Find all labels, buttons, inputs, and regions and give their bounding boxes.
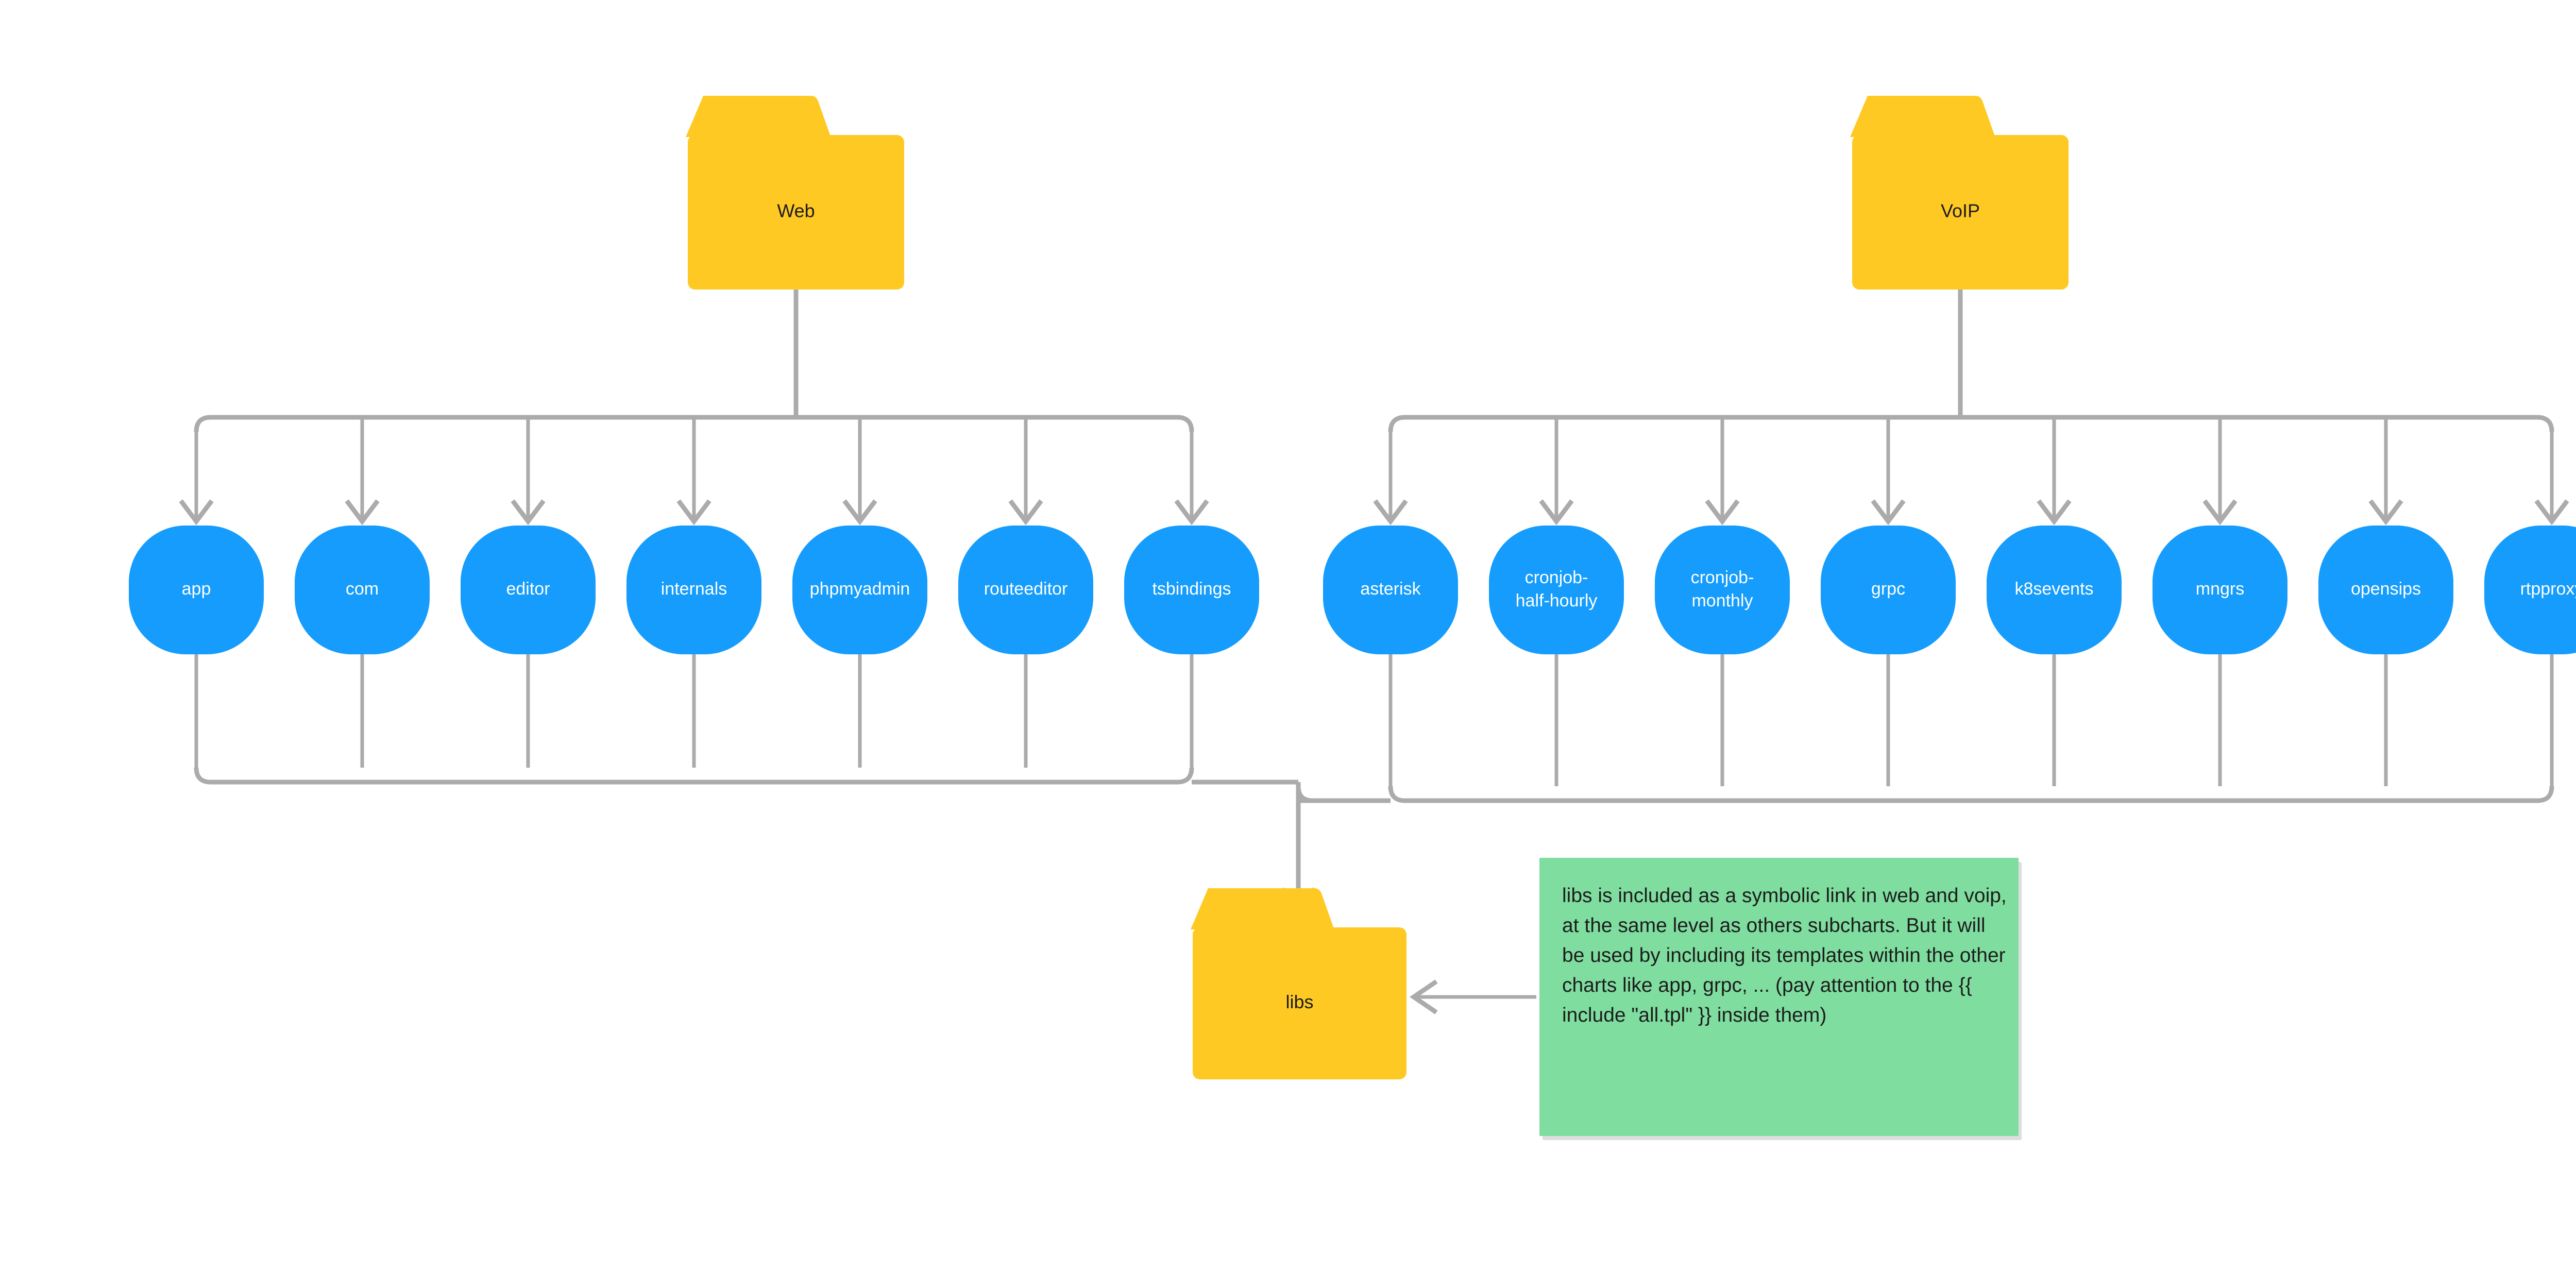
- chart-node-tsbindings[interactable]: tsbindings: [1124, 526, 1259, 654]
- note-line: libs is included as a symbolic link in w…: [1562, 885, 2007, 907]
- chart-node-rtpproxy[interactable]: rtpproxy: [2484, 526, 2576, 654]
- annotation-note: libs is included as a symbolic link in w…: [1539, 858, 2022, 1140]
- note-line: include "all.tpl" }} inside them): [1562, 1004, 1826, 1026]
- chart-node-opensips[interactable]: opensips: [2318, 526, 2453, 654]
- node-shape: [2318, 526, 2453, 654]
- folder-tab-icon: [1850, 96, 1995, 137]
- note-layer: libs is included as a symbolic link in w…: [1410, 858, 2022, 1140]
- node-shape: [792, 526, 927, 654]
- chart-node-app[interactable]: app: [129, 526, 264, 654]
- node-label: internals: [661, 579, 727, 599]
- node-label: routeeditor: [984, 579, 1068, 599]
- folder-tab-icon: [686, 96, 831, 137]
- node-shape: [1124, 526, 1259, 654]
- folder-label: Web: [777, 200, 815, 222]
- folder-body-icon: [1193, 927, 1406, 1079]
- node-shape: [1655, 526, 1790, 654]
- chart-node-cronjob-monthly[interactable]: cronjob-monthly: [1655, 526, 1790, 654]
- node-label: phpmyadmin: [810, 579, 910, 599]
- folder-label: VoIP: [1941, 200, 1980, 222]
- node-label: cronjob-: [1525, 568, 1588, 587]
- chart-node-phpmyadmin[interactable]: phpmyadmin: [792, 526, 927, 654]
- chart-node-grpc[interactable]: grpc: [1821, 526, 1956, 654]
- chart-node-asterisk[interactable]: asterisk: [1323, 526, 1458, 654]
- chart-node-mngrs[interactable]: mngrs: [2153, 526, 2287, 654]
- note-line: charts like app, grpc, ... (pay attentio…: [1562, 974, 1972, 996]
- node-shape: [1987, 526, 2122, 654]
- node-label: asterisk: [1360, 579, 1421, 599]
- folder-voip[interactable]: VoIP: [1850, 96, 2069, 290]
- folder-tab-icon: [1191, 888, 1334, 929]
- note-background: [1539, 858, 2019, 1136]
- note-arrowhead: [1410, 979, 1438, 1014]
- node-shape: [2153, 526, 2287, 654]
- node-shape: [461, 526, 596, 654]
- node-shape: [626, 526, 761, 654]
- note-line: be used by including its templates withi…: [1562, 944, 2006, 967]
- node-shape: [1821, 526, 1956, 654]
- folder-label: libs: [1285, 991, 1313, 1012]
- chart-node-com[interactable]: com: [295, 526, 430, 654]
- chart-node-k8sevents[interactable]: k8sevents: [1987, 526, 2122, 654]
- folder-body-icon: [1852, 135, 2069, 290]
- chart-node-internals[interactable]: internals: [626, 526, 761, 654]
- node-shape: [1489, 526, 1624, 654]
- node-label: editor: [506, 579, 550, 599]
- chart-node-cronjob-half[interactable]: cronjob-half-hourly: [1489, 526, 1624, 654]
- node-shape: [129, 526, 264, 654]
- note-line: at the same level as others subcharts. B…: [1562, 915, 1986, 937]
- folder-body-icon: [688, 135, 904, 290]
- node-shape: [295, 526, 430, 654]
- folder-web[interactable]: Web: [686, 96, 904, 290]
- node-label: app: [182, 579, 211, 599]
- folder-libs[interactable]: libs: [1191, 888, 1406, 1079]
- node-label: grpc: [1871, 579, 1905, 599]
- node-label: k8sevents: [2014, 579, 2093, 599]
- node-shape: [958, 526, 1093, 654]
- node-label: mngrs: [2196, 579, 2244, 599]
- node-label: opensips: [2351, 579, 2421, 599]
- node-label: com: [346, 579, 379, 599]
- node-shape: [2484, 526, 2576, 654]
- node-label: tsbindings: [1152, 579, 1231, 599]
- node-label: monthly: [1691, 591, 1753, 611]
- edges-layer: [179, 290, 2569, 916]
- folders-layer: Web VoIP libs: [686, 96, 2069, 1079]
- node-shape: [1323, 526, 1458, 654]
- node-label: half-hourly: [1516, 591, 1598, 611]
- chart-node-routeeditor[interactable]: routeeditor: [958, 526, 1093, 654]
- node-label: rtpproxy: [2520, 579, 2576, 599]
- node-label: cronjob-: [1691, 568, 1754, 587]
- nodes-layer: app com editor internals phpmyadmin routeedit…: [129, 526, 2576, 654]
- chart-node-editor[interactable]: editor: [461, 526, 596, 654]
